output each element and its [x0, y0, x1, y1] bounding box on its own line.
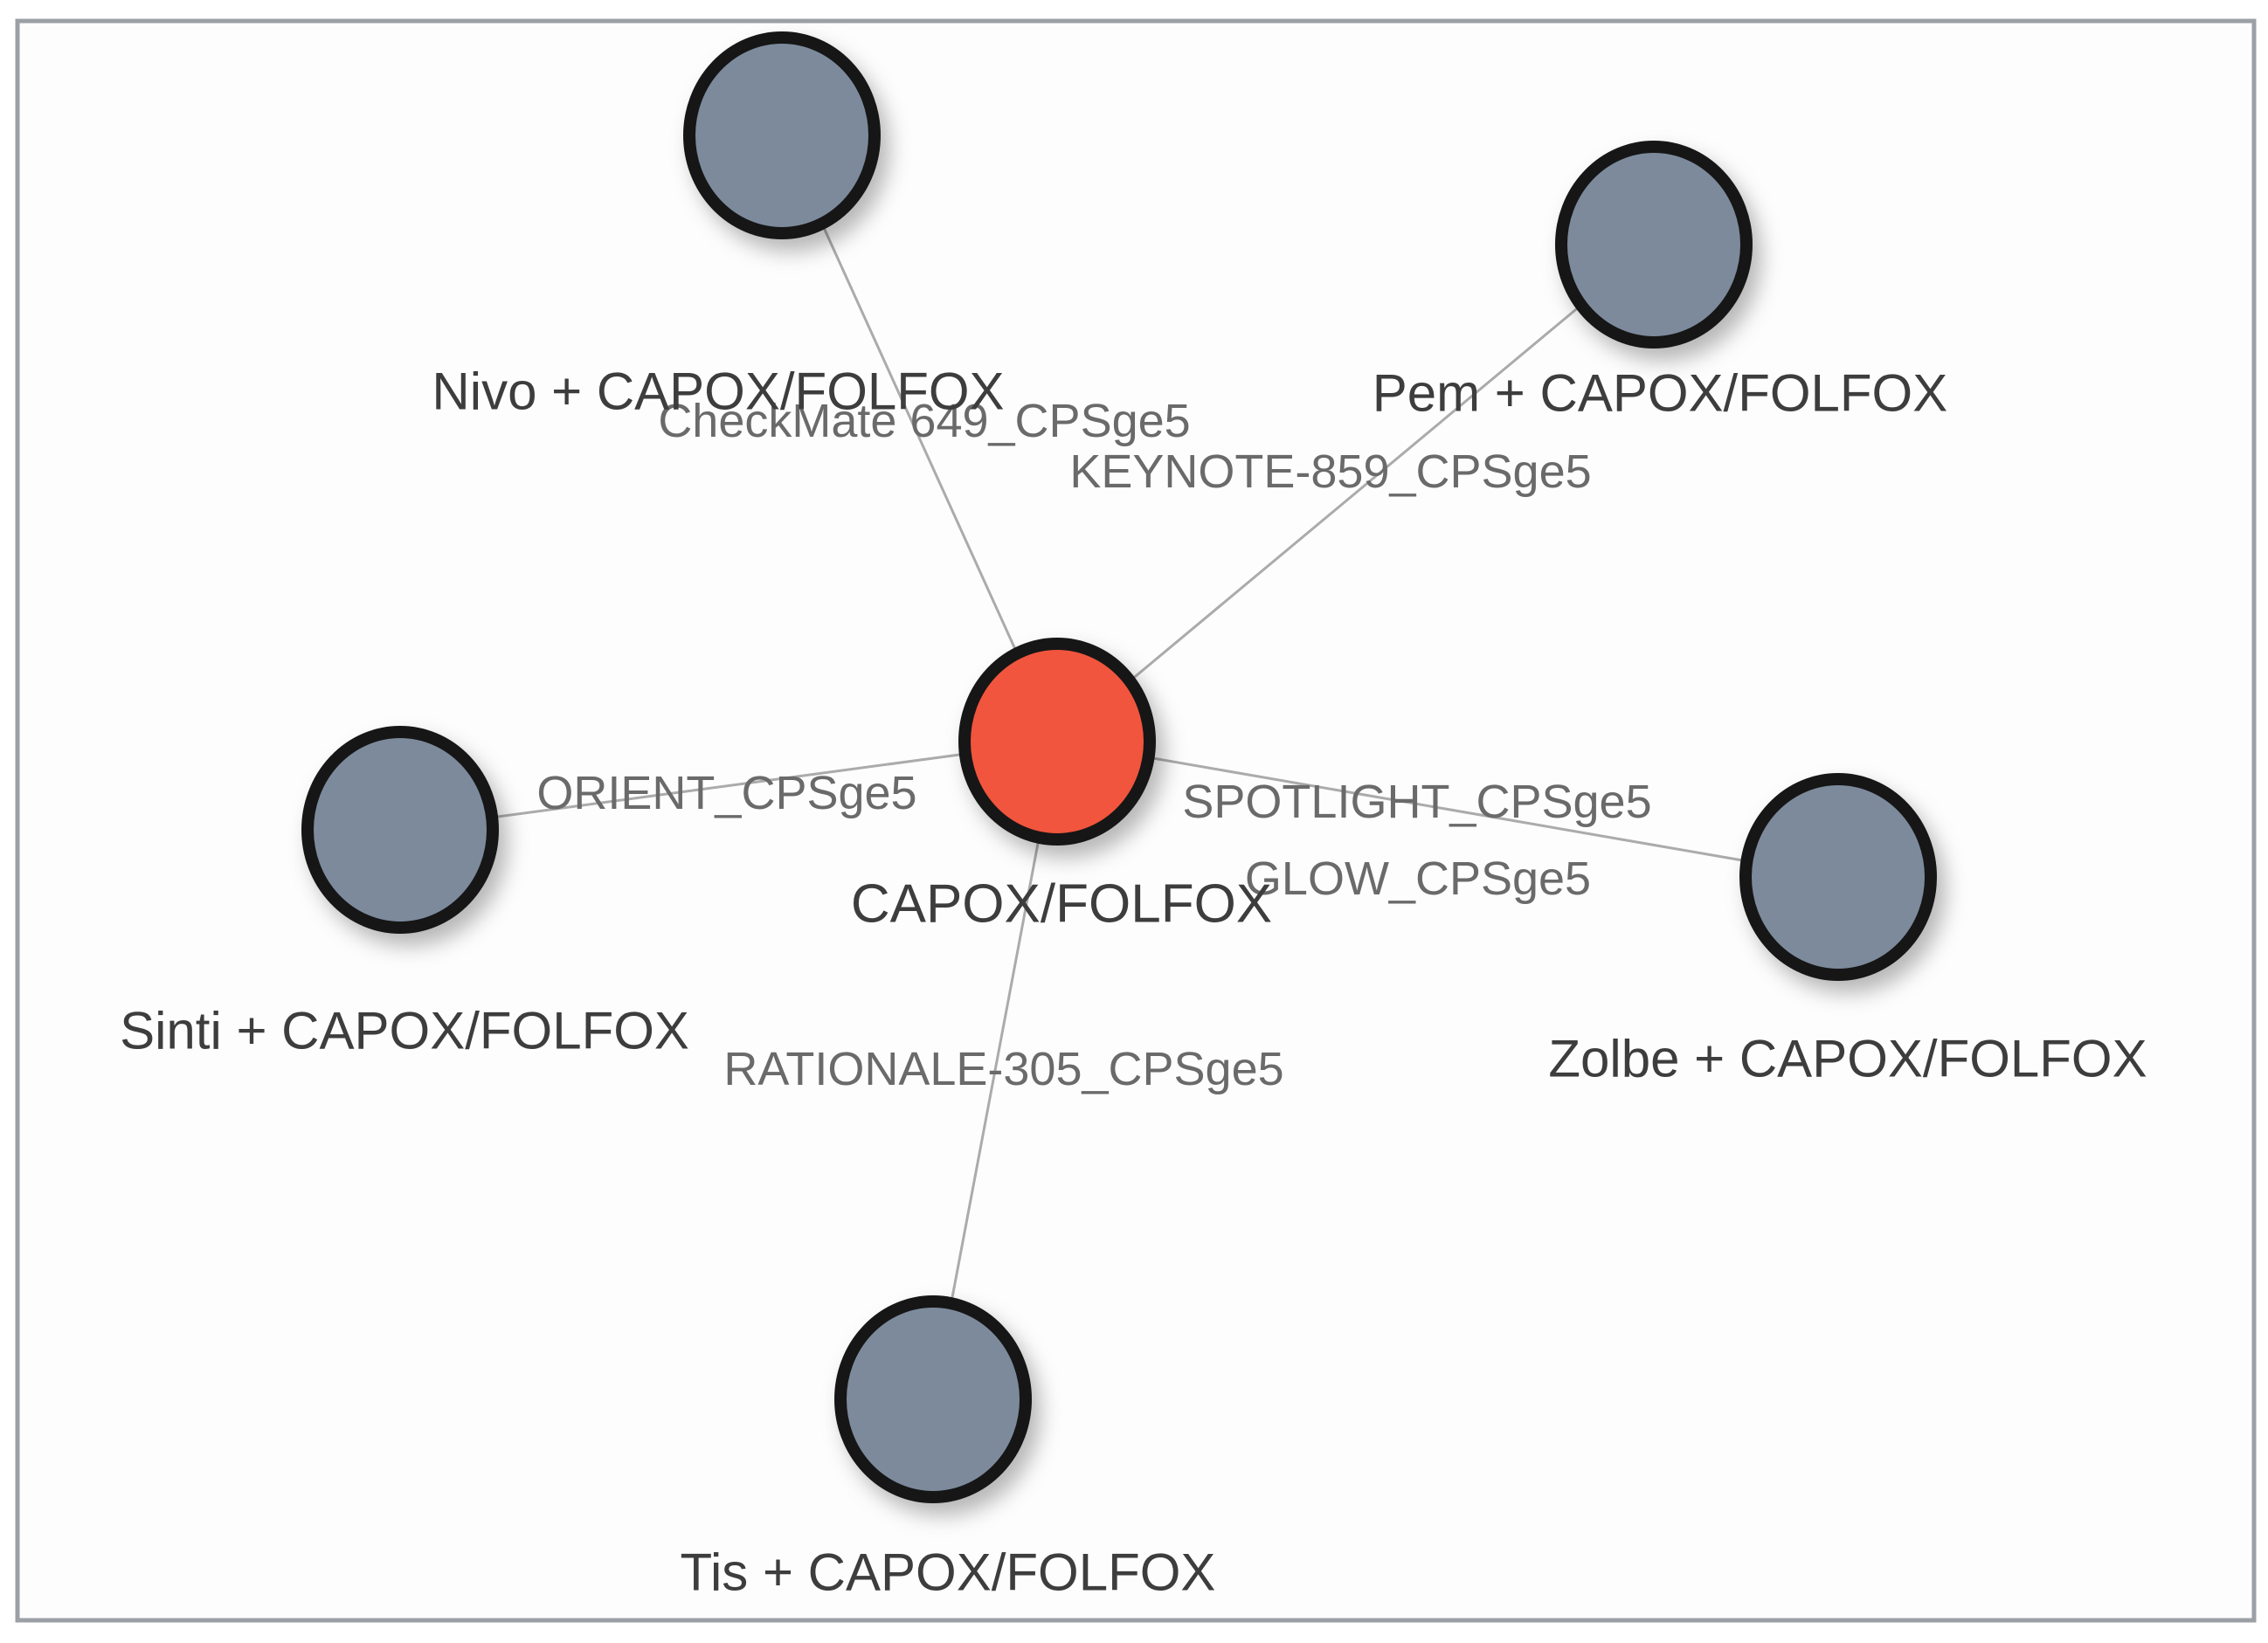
edge-sinti-capox: [399, 740, 1058, 832]
edge-label-nivo-capox: CheckMate 649_CPSge5: [658, 395, 1190, 447]
edge-label-pem-capox: KEYNOTE-859_CPSge5: [1069, 445, 1591, 498]
edge-layer: [399, 135, 1839, 1400]
node-zolbe: [1739, 773, 1937, 981]
node-capox: [958, 638, 1156, 846]
edge-label-tis-capox: RATIONALE-305_CPSge5: [723, 1043, 1283, 1095]
node-circle-sinti: [301, 726, 499, 934]
node-layer: [301, 31, 1937, 1503]
node-label-tis: Tis + CAPOX/FOLFOX: [681, 1543, 1216, 1602]
node-pem: [1555, 141, 1753, 349]
edge-label-zolbe-capox-2: GLOW_CPSge5: [1245, 853, 1591, 905]
edge-label-sinti-capox: ORIENT_CPSge5: [536, 767, 916, 819]
node-label-capox: CAPOX/FOLFOX: [851, 874, 1272, 935]
node-sinti: [301, 726, 499, 934]
edge-pem-capox: [1056, 243, 1655, 743]
node-label-zolbe: Zolbe + CAPOX/FOLFOX: [1548, 1030, 2147, 1088]
node-circle-nivo: [683, 31, 881, 239]
node-label-pem: Pem + CAPOX/FOLFOX: [1373, 364, 1948, 423]
edge-label-zolbe-capox: SPOTLIGHT_CPSge5: [1182, 776, 1651, 828]
central-node-circle-capox: [958, 638, 1156, 846]
node-tis: [834, 1295, 1032, 1503]
node-label-sinti: Sinti + CAPOX/FOLFOX: [120, 1002, 689, 1060]
node-label-nivo: Nivo + CAPOX/FOLFOX: [432, 362, 1004, 421]
edge-nivo-capox: [780, 135, 1059, 742]
node-circle-tis: [834, 1295, 1032, 1503]
edge-label-layer: CheckMate 649_CPSge5KEYNOTE-859_CPSge5OR…: [536, 395, 1651, 1095]
edge-tis-capox: [931, 741, 1059, 1400]
node-nivo: [683, 31, 881, 239]
node-circle-pem: [1555, 141, 1753, 349]
edge-zolbe-capox: [1056, 740, 1839, 879]
node-circle-zolbe: [1739, 773, 1937, 981]
node-label-layer: CAPOX/FOLFOX Nivo + CAPOX/FOLFOX Pem + CAP…: [120, 362, 2147, 1602]
